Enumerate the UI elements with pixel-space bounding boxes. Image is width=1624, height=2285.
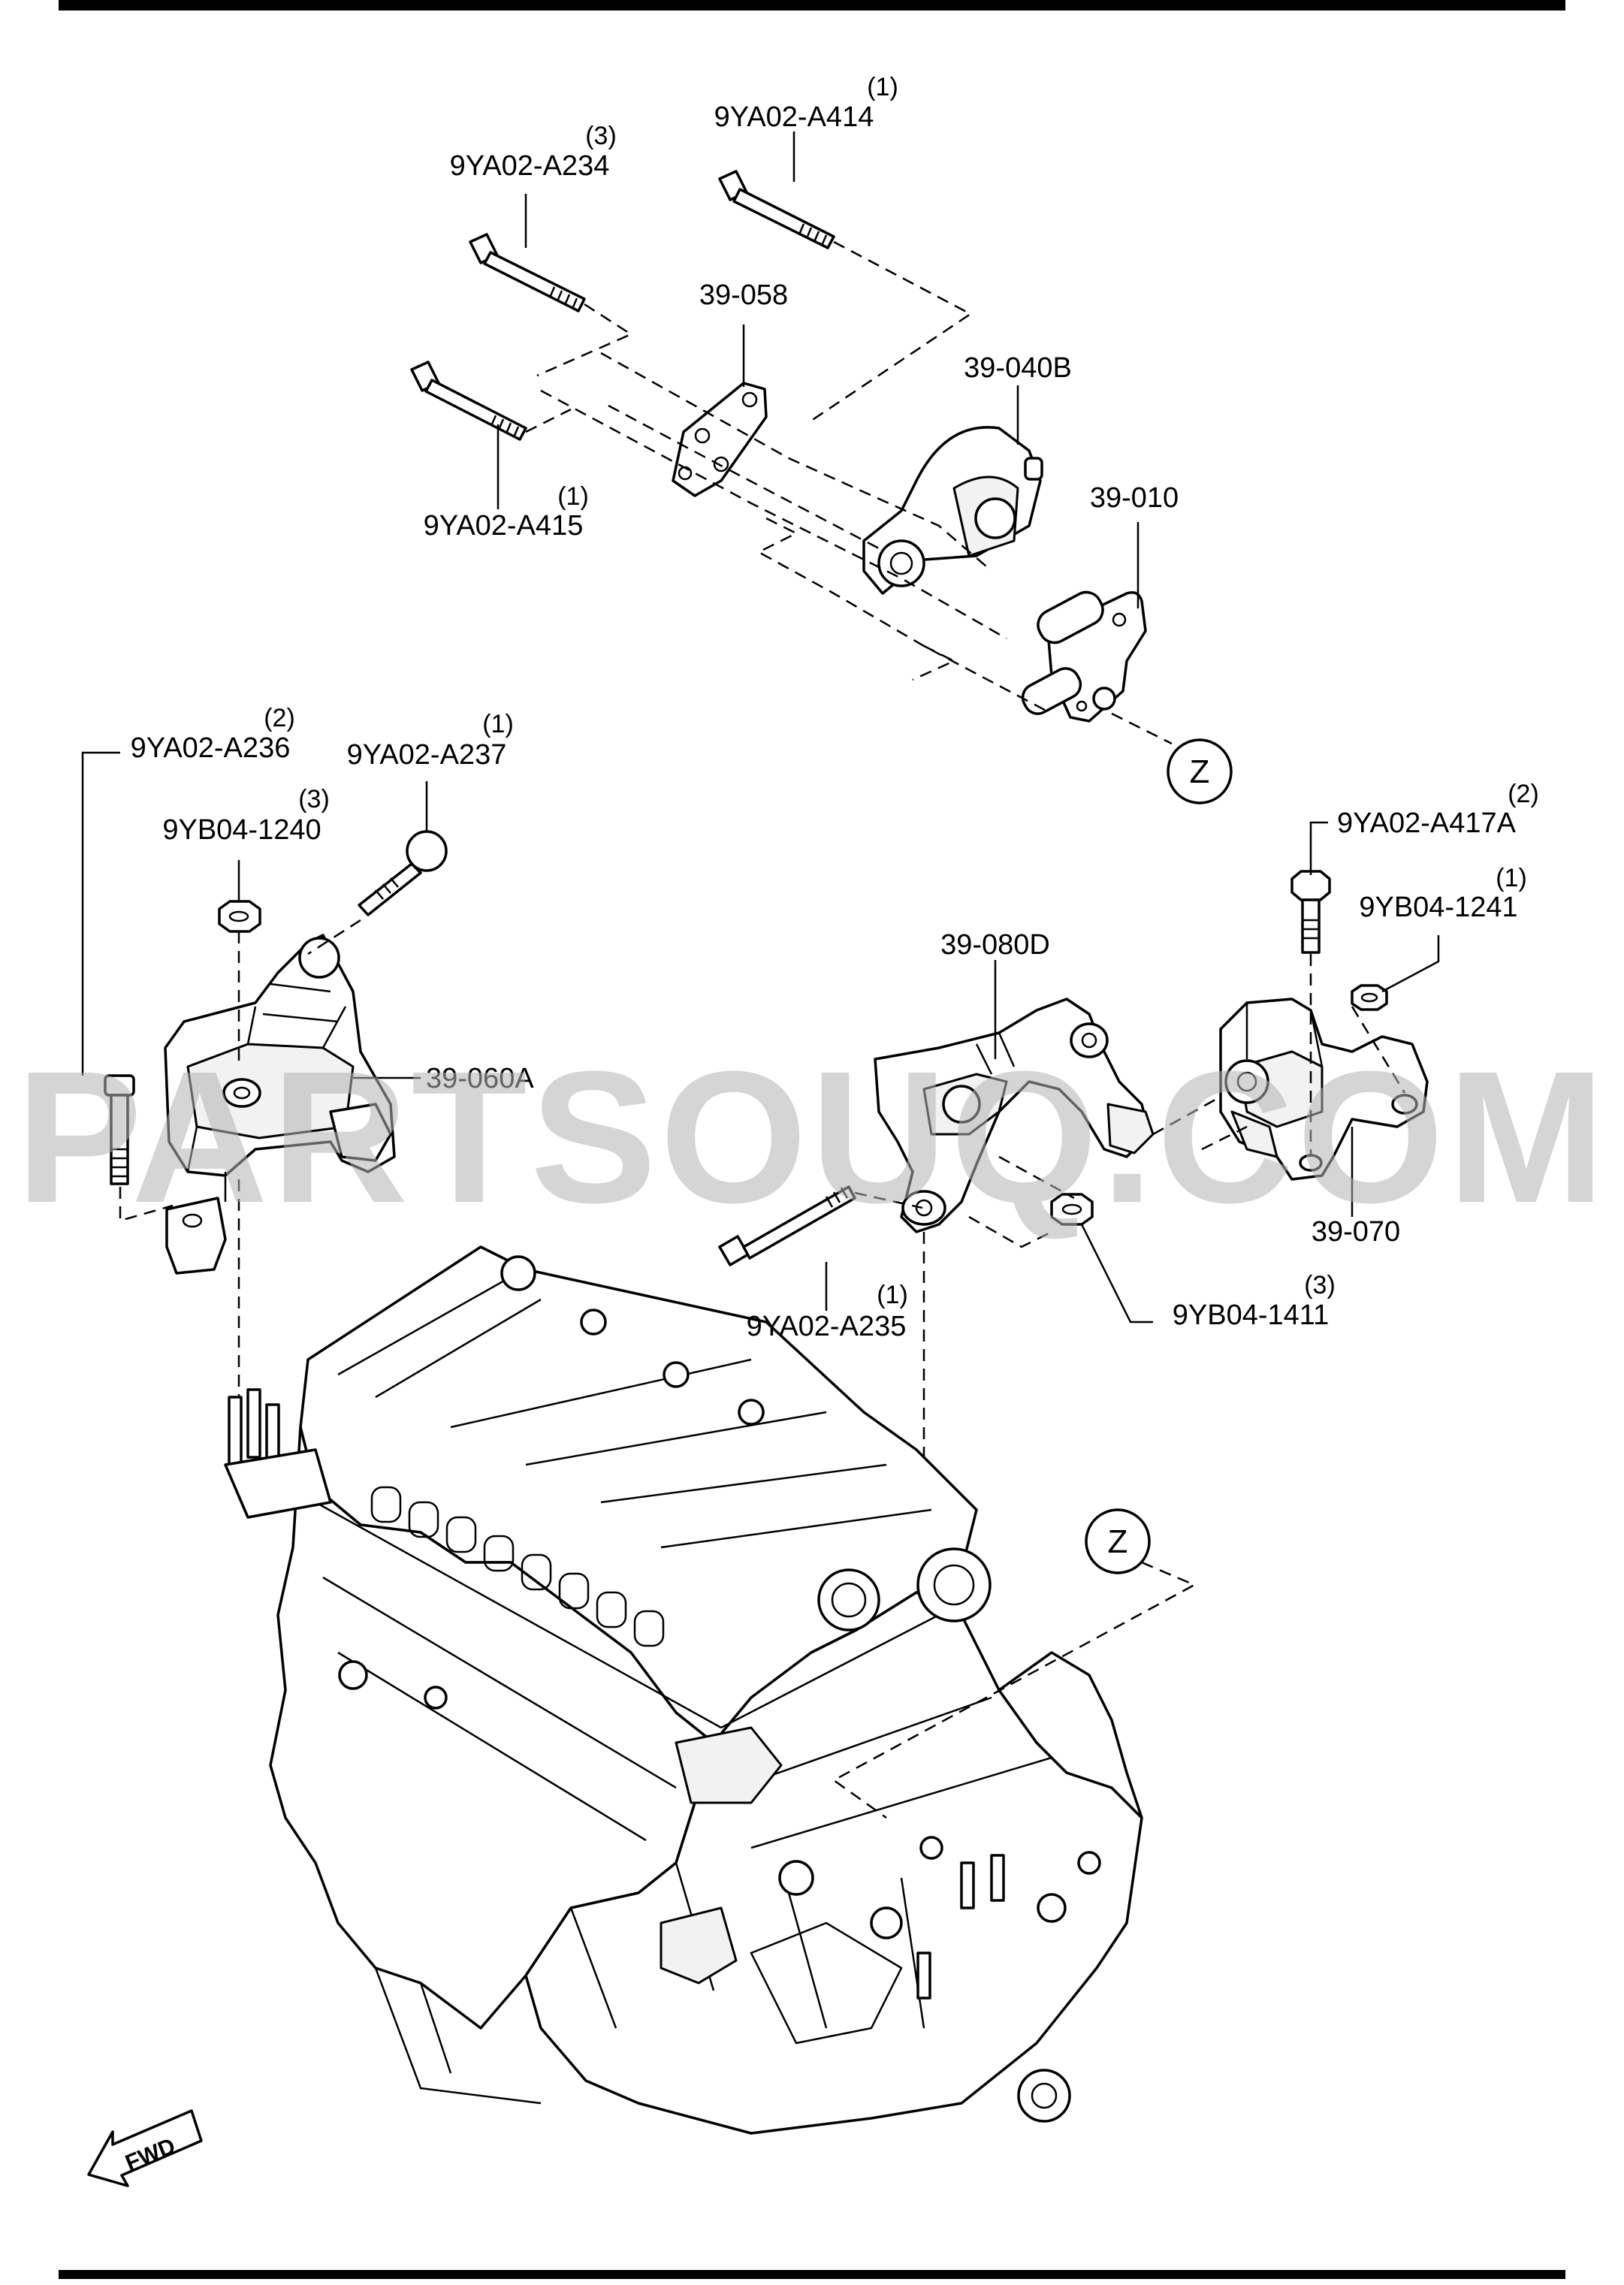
- ref-z-engine-text: Z: [1108, 1523, 1128, 1560]
- fwd-arrow: FWD: [87, 2109, 203, 2187]
- watermark-text: PARTSOUQ.COM: [16, 1032, 1608, 1242]
- label-39-080d[interactable]: 39-080D: [940, 929, 1050, 961]
- label-a417a[interactable]: 9YA02-A417A: [1337, 807, 1517, 839]
- bolt-9ya02-a415[interactable]: [410, 361, 527, 441]
- label-39-040b[interactable]: 39-040B: [964, 352, 1072, 384]
- label-a234[interactable]: 9YA02-A234: [450, 150, 610, 182]
- bolt-9ya02-a234[interactable]: [469, 233, 586, 312]
- assembly-lines-top: [525, 240, 1173, 745]
- top-border: [59, 0, 1565, 11]
- nut-9yb04-1240[interactable]: [218, 900, 261, 933]
- label-a414[interactable]: 9YA02-A414: [714, 101, 874, 133]
- bottom-border: [59, 2270, 1565, 2279]
- ref-z-top: Z: [1167, 738, 1233, 804]
- bracket-39-058[interactable]: [672, 382, 768, 497]
- label-39-060a[interactable]: 39-060A: [426, 1063, 534, 1094]
- left-lower-bracket[interactable]: [165, 1172, 227, 1275]
- label-39-070[interactable]: 39-070: [1312, 1216, 1400, 1248]
- bolt-9ya02-a237[interactable]: [358, 830, 448, 916]
- assembly-lines-left: [119, 919, 361, 1412]
- label-a417a-qty: (2): [1508, 780, 1539, 808]
- leader-a236: [81, 751, 120, 1076]
- label-1240-qty: (3): [298, 785, 330, 813]
- bracket-39-010[interactable]: [1018, 587, 1147, 723]
- ref-z-top-text: Z: [1190, 753, 1210, 790]
- label-1241[interactable]: 9YB04-1241: [1359, 892, 1517, 923]
- ref-z-engine: Z: [832, 1508, 1197, 1819]
- label-a415-qty: (1): [557, 482, 589, 511]
- label-a236[interactable]: 9YA02-A236: [131, 732, 291, 764]
- mount-39-040b[interactable]: [862, 426, 1043, 595]
- leader-1241: [1381, 935, 1440, 993]
- label-a235[interactable]: 9YA02-A235: [747, 1311, 907, 1342]
- intake-ports: [370, 1486, 665, 1647]
- engine-transmission-assembly: [224, 1245, 1143, 2135]
- label-39-010[interactable]: 39-010: [1090, 482, 1179, 514]
- label-a415[interactable]: 9YA02-A415: [424, 510, 584, 542]
- nut-9yb04-1241[interactable]: [1351, 984, 1388, 1011]
- bolt-9ya02-a414[interactable]: [718, 170, 835, 249]
- bolt-9ya02-a417a[interactable]: [1290, 870, 1331, 954]
- label-a235-qty: (1): [877, 1281, 908, 1309]
- label-1411-qty: (3): [1304, 1271, 1336, 1299]
- label-1241-qty: (1): [1496, 864, 1527, 892]
- label-1240[interactable]: 9YB04-1240: [162, 814, 321, 846]
- bolt-9ya02-a236[interactable]: [104, 1074, 135, 1185]
- bolt-9ya02-a235[interactable]: [718, 1185, 856, 1266]
- leader-a417a: [1309, 821, 1328, 875]
- label-39-058[interactable]: 39-058: [699, 279, 788, 311]
- mount-39-060a[interactable]: [164, 934, 396, 1177]
- label-a236-qty: (2): [264, 704, 295, 732]
- label-a234-qty: (3): [585, 122, 617, 150]
- leader-1411: [1080, 1224, 1153, 1324]
- transmission-studs: [916, 1854, 1005, 2000]
- label-a414-qty: (1): [867, 73, 898, 101]
- label-a237[interactable]: 9YA02-A237: [347, 739, 507, 771]
- label-a237-qty: (1): [482, 710, 514, 738]
- label-1411[interactable]: 9YB04-1411: [1173, 1299, 1329, 1331]
- engine-mount-pad-left: [224, 1448, 332, 1519]
- mount-39-080d[interactable]: [874, 998, 1155, 1233]
